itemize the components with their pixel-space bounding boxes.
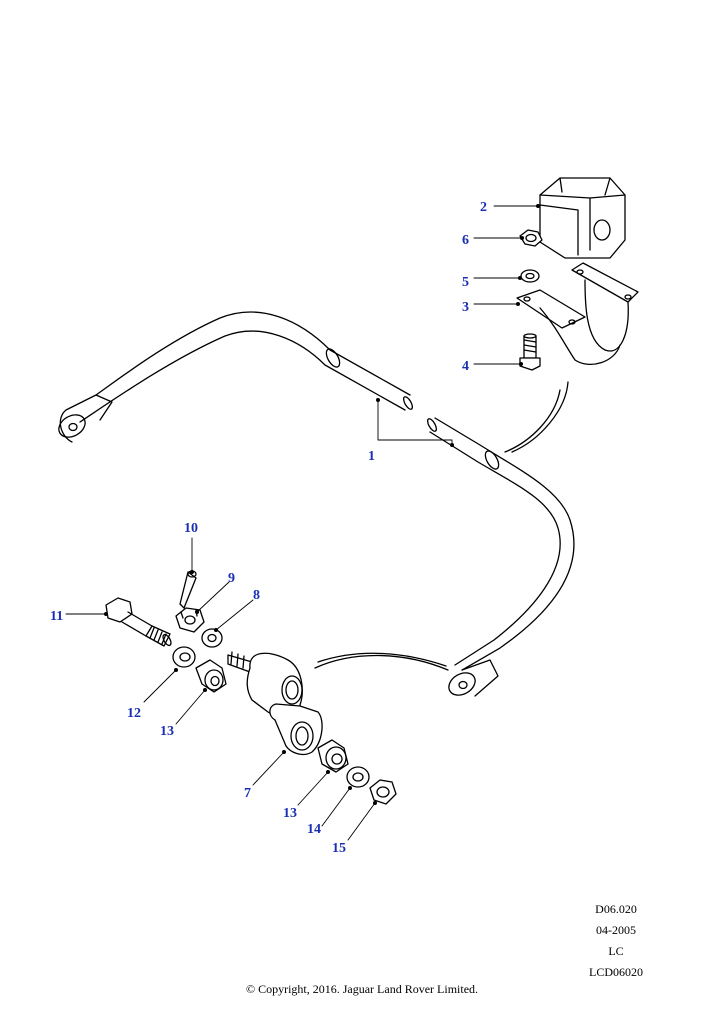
date-code: 04-2005 <box>596 923 636 937</box>
install-arrow-link <box>314 654 449 671</box>
nut-part-6 <box>519 229 543 247</box>
callout-2: 2 <box>480 200 487 215</box>
bracket-part <box>516 262 639 365</box>
leader-lines <box>65 205 539 841</box>
callout-1: 1 <box>368 449 375 464</box>
bush-part <box>539 177 626 259</box>
ref-code: D06.020 <box>595 902 637 916</box>
bush-part-13-left <box>195 659 227 693</box>
callout-labels: 1 2 3 4 5 6 7 8 9 10 11 12 13 13 14 15 <box>50 200 487 856</box>
callout-5: 5 <box>462 275 469 290</box>
callout-12: 12 <box>127 706 141 721</box>
callout-8: 8 <box>253 588 260 603</box>
callout-11: 11 <box>50 609 63 624</box>
callout-13: 13 <box>160 724 174 739</box>
market-code: LC <box>608 944 624 958</box>
link-part-7 <box>227 651 323 756</box>
stabilizer-bar-left-half <box>58 311 414 443</box>
bolt-part-4 <box>519 333 541 371</box>
leader-dots <box>104 204 540 805</box>
bush-part-13-right <box>317 739 349 773</box>
washer-part-5 <box>520 269 540 283</box>
callout-3: 3 <box>462 300 469 315</box>
callout-6: 6 <box>462 233 469 248</box>
stabilizer-bar-right-half <box>426 417 575 697</box>
washer-part-8 <box>201 628 223 648</box>
washer-part-12 <box>172 646 196 668</box>
install-arrow-bracket-inner <box>504 389 561 453</box>
nut-part-15 <box>369 779 397 805</box>
callout-15: 15 <box>332 841 346 856</box>
washer-part-14 <box>346 766 370 788</box>
install-arrow-link-inner <box>317 652 447 667</box>
split-pin-part-10 <box>179 570 197 609</box>
castle-nut-part-9 <box>175 607 205 633</box>
callout-7: 7 <box>244 786 251 801</box>
bolt-part-11 <box>105 597 172 647</box>
install-arrow-bracket <box>511 381 569 453</box>
copyright-footer: © Copyright, 2016. Jaguar Land Rover Lim… <box>245 982 479 996</box>
callout-4: 4 <box>462 359 469 374</box>
callout-9: 9 <box>228 571 235 586</box>
drawing-id: LCD06020 <box>589 965 643 979</box>
callout-13-second: 13 <box>283 806 297 821</box>
callout-10: 10 <box>184 521 198 536</box>
callout-14: 14 <box>307 822 321 837</box>
